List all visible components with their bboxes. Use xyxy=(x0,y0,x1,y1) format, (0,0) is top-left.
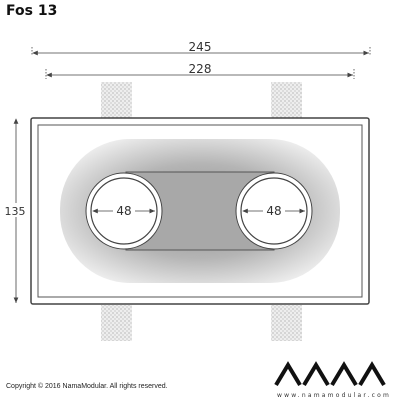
mounting-tab-top-left xyxy=(101,82,132,118)
brand-url: www.namamodular.com xyxy=(277,392,391,399)
nama-logo-mark xyxy=(274,361,386,387)
mounting-tab-bottom-left xyxy=(101,305,132,341)
height-label: 135 xyxy=(5,205,26,218)
left-hole: 48 xyxy=(85,172,163,250)
copyright-notice: Copyright © 2016 NamaModular. All rights… xyxy=(6,383,168,390)
overall-width-dimension: 245 xyxy=(31,40,371,56)
technical-drawing: 48 48 245 228 135 xyxy=(3,40,371,341)
product-title: Fos 13 xyxy=(6,3,58,19)
inner-width-label: 228 xyxy=(189,62,212,76)
right-hole: 48 xyxy=(235,172,313,250)
mounting-tab-bottom-right xyxy=(271,305,302,341)
right-hole-diameter: 48 xyxy=(266,204,281,218)
overall-width-label: 245 xyxy=(189,40,212,54)
brand-logo: www.namamodular.com xyxy=(274,361,391,399)
mounting-tab-top-right xyxy=(271,82,302,118)
left-hole-diameter: 48 xyxy=(116,204,131,218)
height-dimension: 135 xyxy=(3,118,29,303)
inner-width-dimension: 228 xyxy=(45,62,355,79)
